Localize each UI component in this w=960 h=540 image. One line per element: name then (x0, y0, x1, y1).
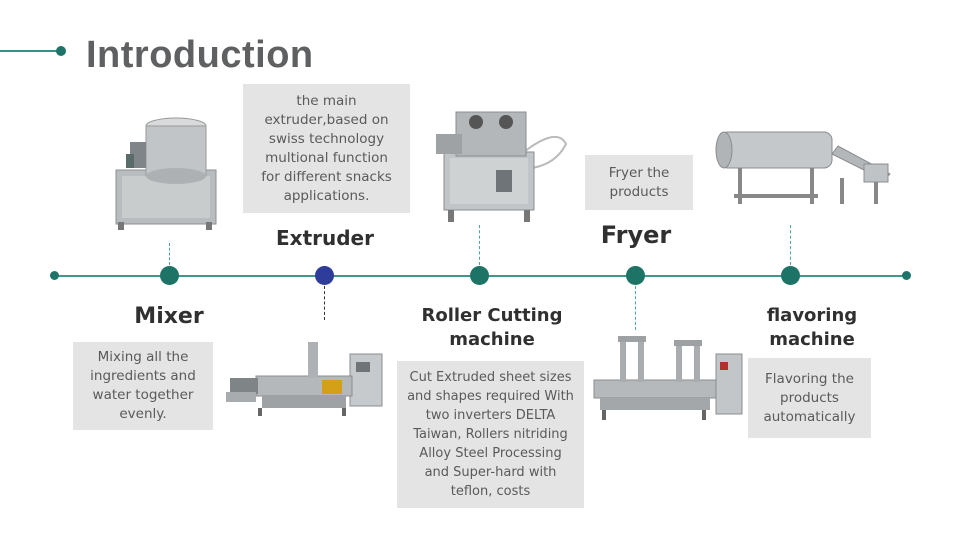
timeline-end-dot (902, 271, 911, 280)
connector-roller-cutting (479, 225, 480, 265)
step-description-roller-cutting: Cut Extruded sheet sizes and shapes requ… (397, 361, 584, 508)
step-description-fryer: Fryer the products (585, 155, 693, 210)
extruder-machine-image (226, 342, 383, 416)
timeline-node-flavoring (781, 266, 800, 285)
timeline-node-fryer (626, 266, 645, 285)
step-description-mixer: Mixing all the ingredients and water tog… (73, 342, 213, 430)
connector-flavoring (790, 225, 791, 265)
step-label-extruder: Extruder (276, 226, 374, 250)
page-title: Introduction (86, 34, 314, 76)
connector-mixer (169, 243, 170, 265)
connector-fryer (635, 286, 636, 330)
step-label-fryer: Fryer (600, 221, 672, 249)
mixer-machine-image (115, 117, 217, 230)
fryer-machine-image (593, 336, 743, 420)
step-description-extruder: the main extruder,based on swiss technol… (243, 84, 410, 213)
step-label-flavoring: flavoring machine (766, 305, 858, 350)
header-accent-dot (56, 46, 66, 56)
header-accent-line (0, 50, 60, 52)
timeline-node-roller-cutting (470, 266, 489, 285)
flavoring-drum-machine-image (715, 131, 891, 204)
connector-extruder (324, 286, 325, 320)
roller-cutting-machine-image (436, 111, 568, 222)
timeline-node-mixer (160, 266, 179, 285)
timeline-start-dot (50, 271, 59, 280)
step-label-mixer: Mixer (134, 304, 204, 329)
step-description-flavoring: Flavoring the products automatically (748, 358, 871, 438)
step-label-roller-cutting: Roller Cutting machine (421, 305, 563, 350)
timeline-node-extruder (315, 266, 334, 285)
